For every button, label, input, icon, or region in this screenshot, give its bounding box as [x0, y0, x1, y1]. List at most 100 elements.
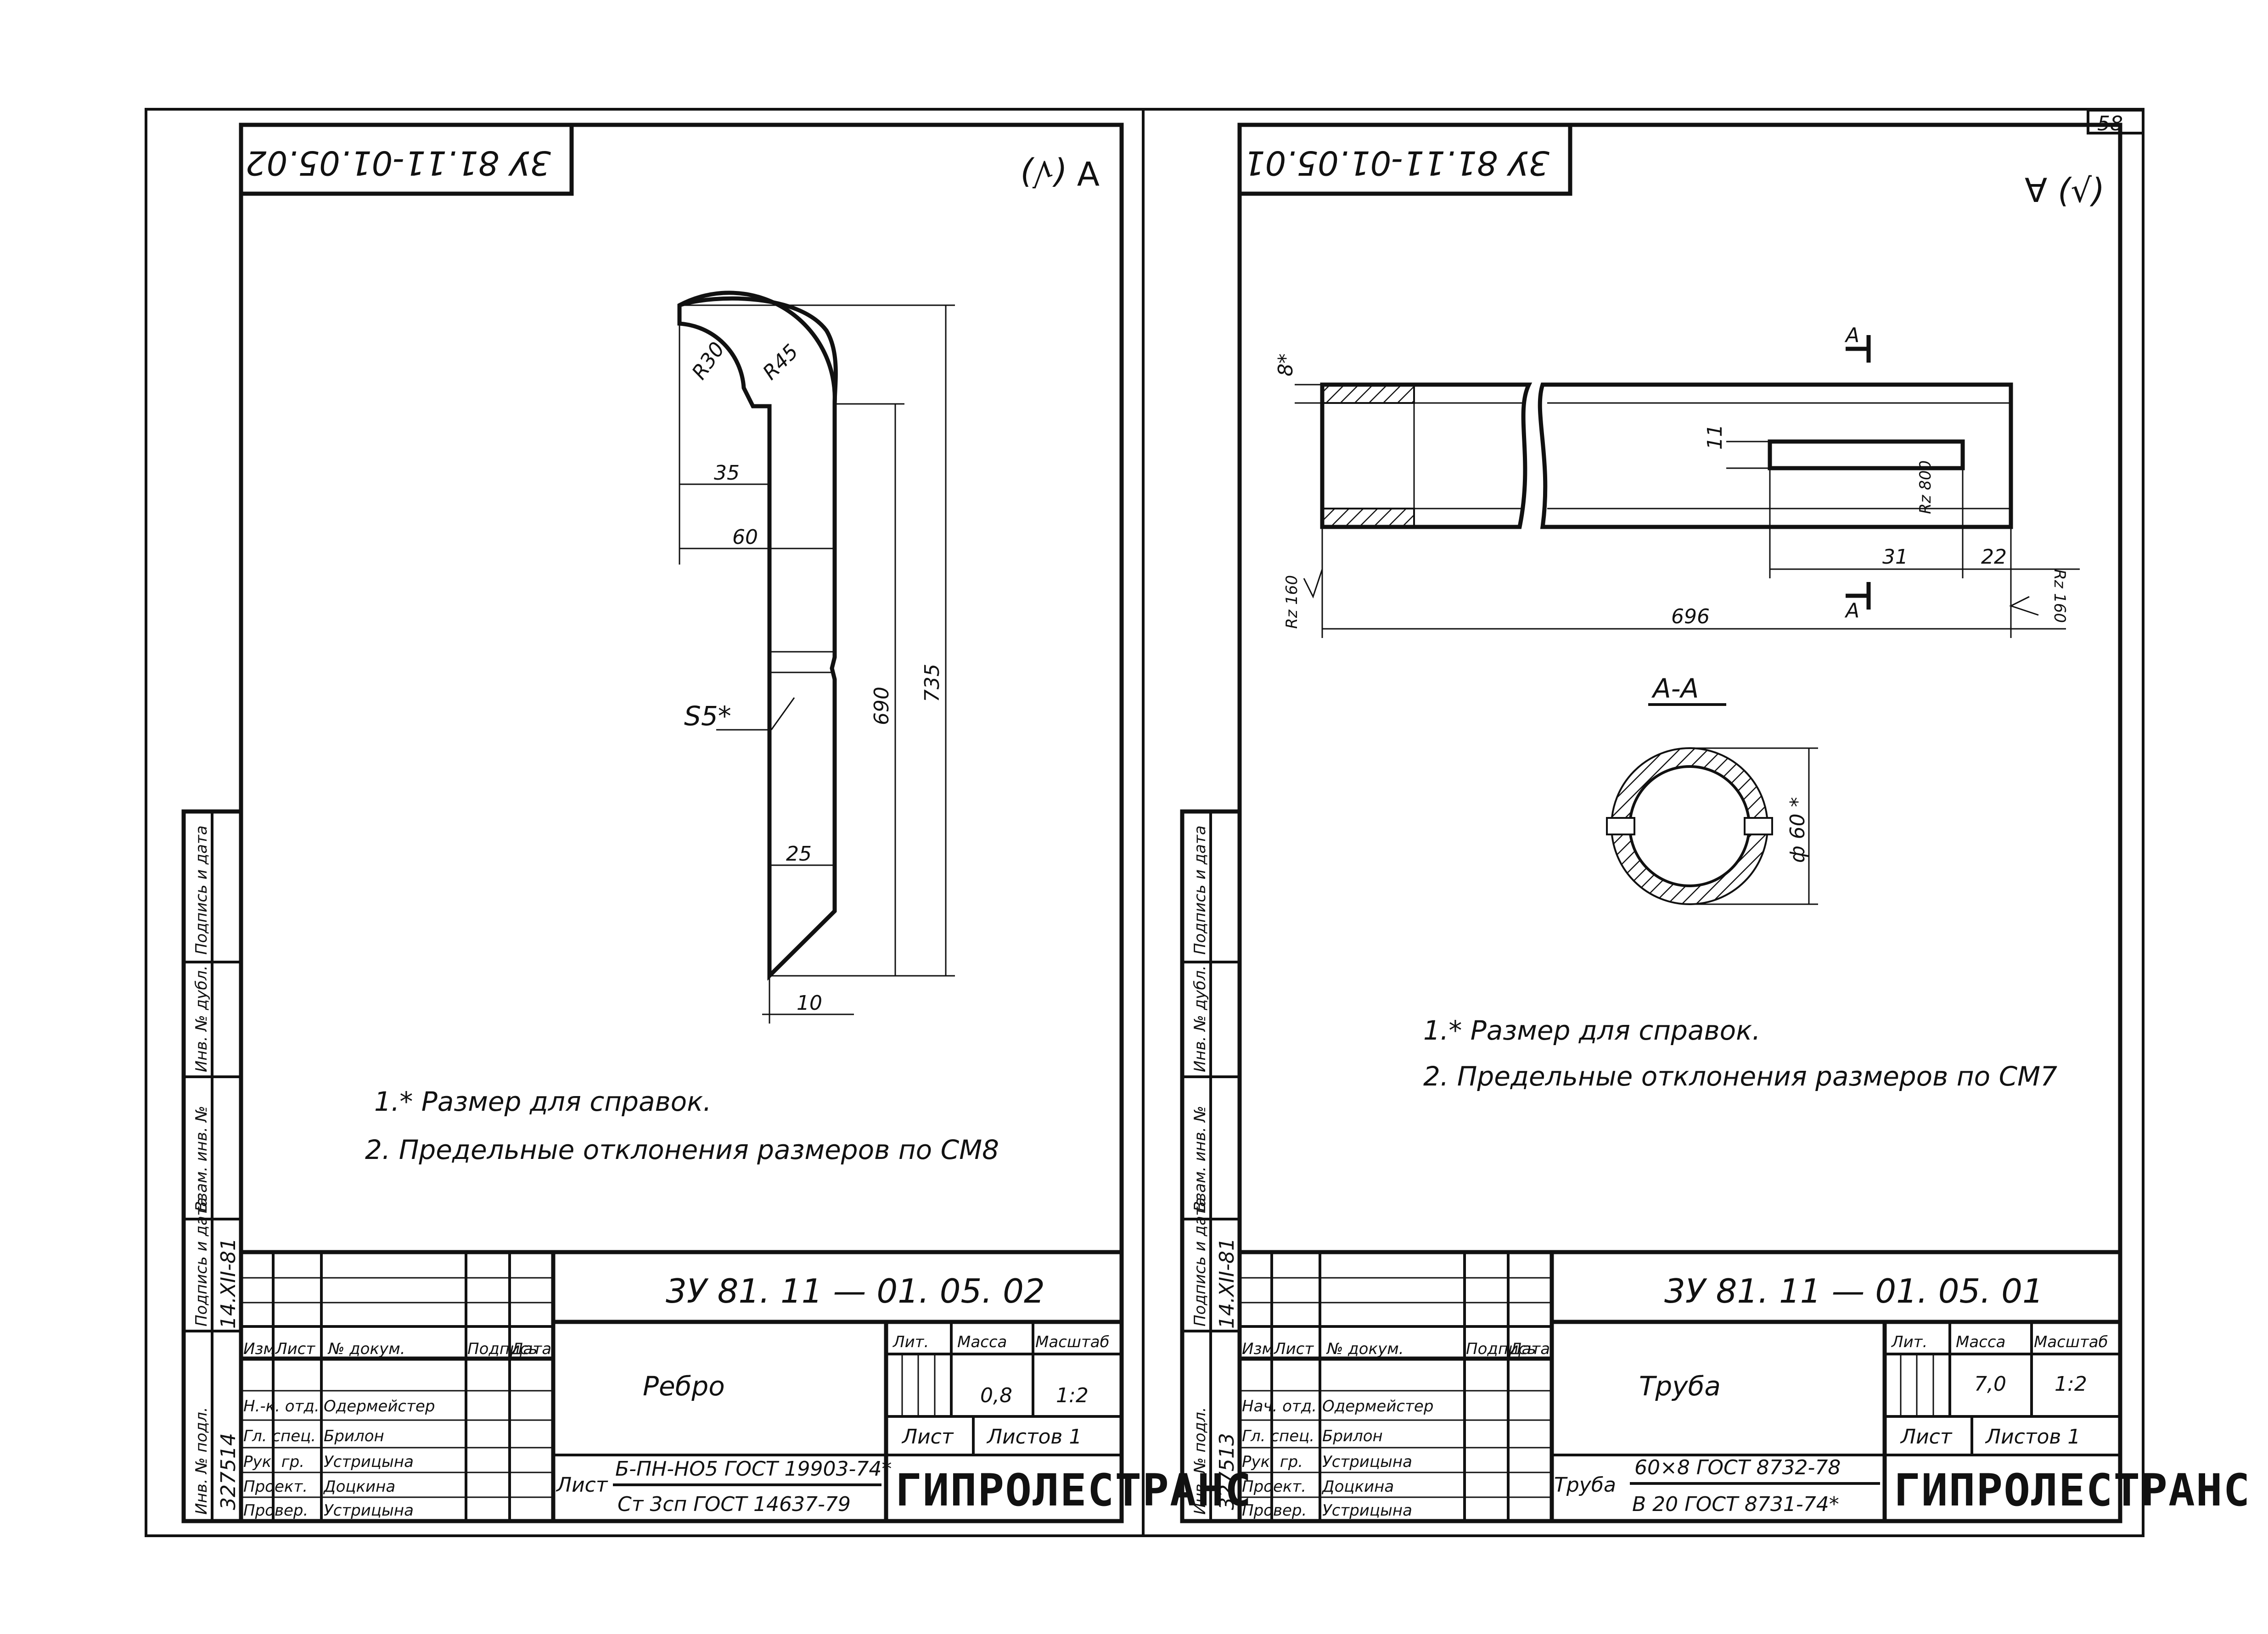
left-sheet: 3У 81.11-01.05.02 ∀ (√) Подпись и дата И…	[181, 123, 1252, 1523]
right-row-name-5: Устрицына	[1322, 1501, 1412, 1520]
page-number-box	[2087, 109, 2144, 134]
right-mass-label: Масса	[1956, 1333, 2005, 1351]
right-section-view: ф 60 *	[1606, 747, 1818, 905]
right-material-1: 60×8 ГОСТ 8732-78	[1634, 1456, 1841, 1479]
left-sheets-label: Листов 1	[986, 1425, 1082, 1449]
right-row-role-3: Рук. гр.	[1242, 1453, 1303, 1471]
left-dim-25: 25	[786, 842, 812, 866]
right-dim-696: 696	[1671, 605, 1710, 628]
right-section-mark-top: А	[1844, 324, 1859, 347]
right-scale-label: Масштаб	[2034, 1333, 2108, 1351]
right-note-2: 2. Предельные отклонения размеров по СМ7	[1423, 1061, 2057, 1092]
left-inner-frame	[239, 123, 1124, 1523]
left-row-role-2: Гл. спец.	[243, 1427, 316, 1445]
left-title-block: Изм Лист № докум. Подпись Дата Н.-к. отд…	[241, 1250, 1252, 1521]
left-roughness-mark: ∀ (√)	[1020, 154, 1100, 192]
left-dim-s5: S5*	[684, 700, 731, 732]
right-top-code: 3У 81.11-01.05.01	[1244, 144, 1549, 182]
right-part-pipe: А А 8* 11 Rz 800 31 22 696 Rz 160 Rz 160	[1274, 324, 2080, 638]
right-roughness-mark: ∀ (√)	[2025, 171, 2105, 210]
left-top-code-box	[239, 123, 574, 196]
right-part-name: Труба	[1639, 1371, 1721, 1402]
left-row-name-4: Доцкина	[323, 1477, 395, 1496]
right-dim-11: 11	[1703, 424, 1727, 450]
right-row-name-2: Брилон	[1322, 1427, 1383, 1445]
right-col-date: Дата	[1509, 1340, 1550, 1358]
left-side-label-2: Подпись и дата	[192, 1197, 211, 1326]
left-dim-60: 60	[732, 526, 758, 549]
right-col-list: Лист	[1273, 1340, 1314, 1358]
left-row-role-1: Н.-к. отд.	[243, 1397, 320, 1416]
left-org: ГИПРОЛЕСТРАНС	[895, 1465, 1252, 1516]
left-side-label-3: Взам. инв. №	[192, 1106, 211, 1212]
left-side-date: 14.XII-81	[217, 1238, 240, 1329]
left-row-name-1: Одермейстер	[324, 1397, 435, 1416]
left-col-izm: Изм	[243, 1340, 275, 1358]
left-mass-label: Масса	[957, 1333, 1007, 1351]
left-row-name-2: Брилон	[324, 1427, 384, 1445]
right-dim-8: 8*	[1274, 353, 1297, 376]
right-sheet: 3У 81.11-01.05.01 ∀ (√) Подпись и дата И…	[1180, 123, 2251, 1523]
right-material-2: В 20 ГОСТ 8731-74*	[1632, 1493, 1839, 1516]
left-part-name: Ребро	[643, 1371, 725, 1402]
left-dim-735: 735	[921, 664, 944, 702]
right-scale-value: 1:2	[2055, 1372, 2087, 1396]
left-lit-label: Лит.	[892, 1333, 929, 1351]
left-row-role-5: Провер.	[243, 1501, 308, 1520]
left-dim-690: 690	[870, 687, 893, 725]
right-col-doc: № докум.	[1326, 1340, 1404, 1358]
right-note-1: 1.* Размер для справок.	[1423, 1015, 1761, 1046]
right-mass-value: 7,0	[1974, 1372, 2006, 1396]
right-side-label-4: Инв. № дубл.	[1191, 965, 1209, 1072]
right-lit-label: Лит.	[1891, 1333, 1927, 1351]
left-material-2: Ст 3сп ГОСТ 14637-79	[618, 1493, 851, 1516]
left-col-list: Лист	[275, 1340, 315, 1358]
right-col-sign: Подпись	[1466, 1340, 1536, 1358]
right-section-mark-bottom: А	[1844, 599, 1859, 622]
right-dim-rz160-right: Rz 160	[2050, 569, 2069, 623]
right-dim-22: 22	[1981, 545, 2007, 569]
right-org: ГИПРОЛЕСТРАНС	[1894, 1465, 2251, 1516]
right-section-title: А-А	[1651, 673, 1699, 704]
right-title-block: Изм Лист № докум. Подпись Дата Нач. отд.…	[1240, 1250, 2251, 1521]
left-col-date: Дата	[510, 1340, 551, 1358]
right-dim-31: 31	[1882, 545, 1908, 569]
left-doc-code: 3У 81. 11 — 01. 05. 02	[666, 1272, 1045, 1310]
left-col-doc: № докум.	[327, 1340, 405, 1358]
left-col-sign: Подпись	[467, 1340, 538, 1358]
right-sheet-label: Лист	[1900, 1425, 1953, 1449]
left-note-1: 1.* Размер для справок.	[374, 1086, 712, 1117]
right-row-role-2: Гл. спец.	[1242, 1427, 1314, 1445]
right-section-dim: ф 60 *	[1786, 797, 1809, 863]
left-material-1: Б-ПН-НО5 ГОСТ 19903-74*	[615, 1457, 892, 1481]
left-dim-35: 35	[714, 461, 740, 485]
left-sheet-label: Лист	[901, 1425, 954, 1449]
left-inv-number: 327514	[217, 1433, 240, 1510]
right-inv-number: 327513	[1215, 1433, 1239, 1510]
right-row-role-4: Проект.	[1242, 1477, 1306, 1496]
right-material-prefix: Труба	[1554, 1473, 1616, 1497]
right-top-code-box	[1237, 123, 1572, 196]
right-sheets-label: Листов 1	[1985, 1425, 2080, 1449]
left-side-label-5: Подпись и дата	[192, 825, 211, 955]
right-side-date: 14.XII-81	[1215, 1238, 1239, 1329]
right-sheet-outer-frame	[1142, 108, 2144, 1537]
right-dim-rz800: Rz 800	[1916, 460, 1935, 514]
left-note-2: 2. Предельные отклонения размеров по СМ8	[365, 1134, 999, 1165]
left-top-code: 3У 81.11-01.05.02	[246, 144, 551, 182]
left-dim-r45: R45	[758, 340, 803, 385]
left-mass-value: 0,8	[980, 1384, 1012, 1407]
right-col-izm: Изм	[1242, 1340, 1274, 1358]
right-doc-code: 3У 81. 11 — 01. 05. 01	[1664, 1272, 2043, 1310]
left-dim-10: 10	[797, 991, 822, 1015]
left-row-role-3: Рук. гр.	[243, 1453, 304, 1471]
left-part-rib: R30 R45 35 60 S5* 25 10 690 735	[677, 291, 955, 1024]
left-material-prefix: Лист	[556, 1473, 608, 1497]
right-side-label-2: Подпись и дата	[1191, 1197, 1209, 1326]
left-row-name-5: Устрицына	[324, 1501, 414, 1520]
right-row-role-5: Провер.	[1242, 1501, 1307, 1520]
left-side-label-4: Инв. № дубл.	[192, 965, 211, 1072]
right-row-name-4: Доцкина	[1321, 1477, 1394, 1496]
right-row-name-3: Устрицына	[1322, 1453, 1412, 1471]
right-row-name-1: Одермейстер	[1322, 1397, 1433, 1416]
